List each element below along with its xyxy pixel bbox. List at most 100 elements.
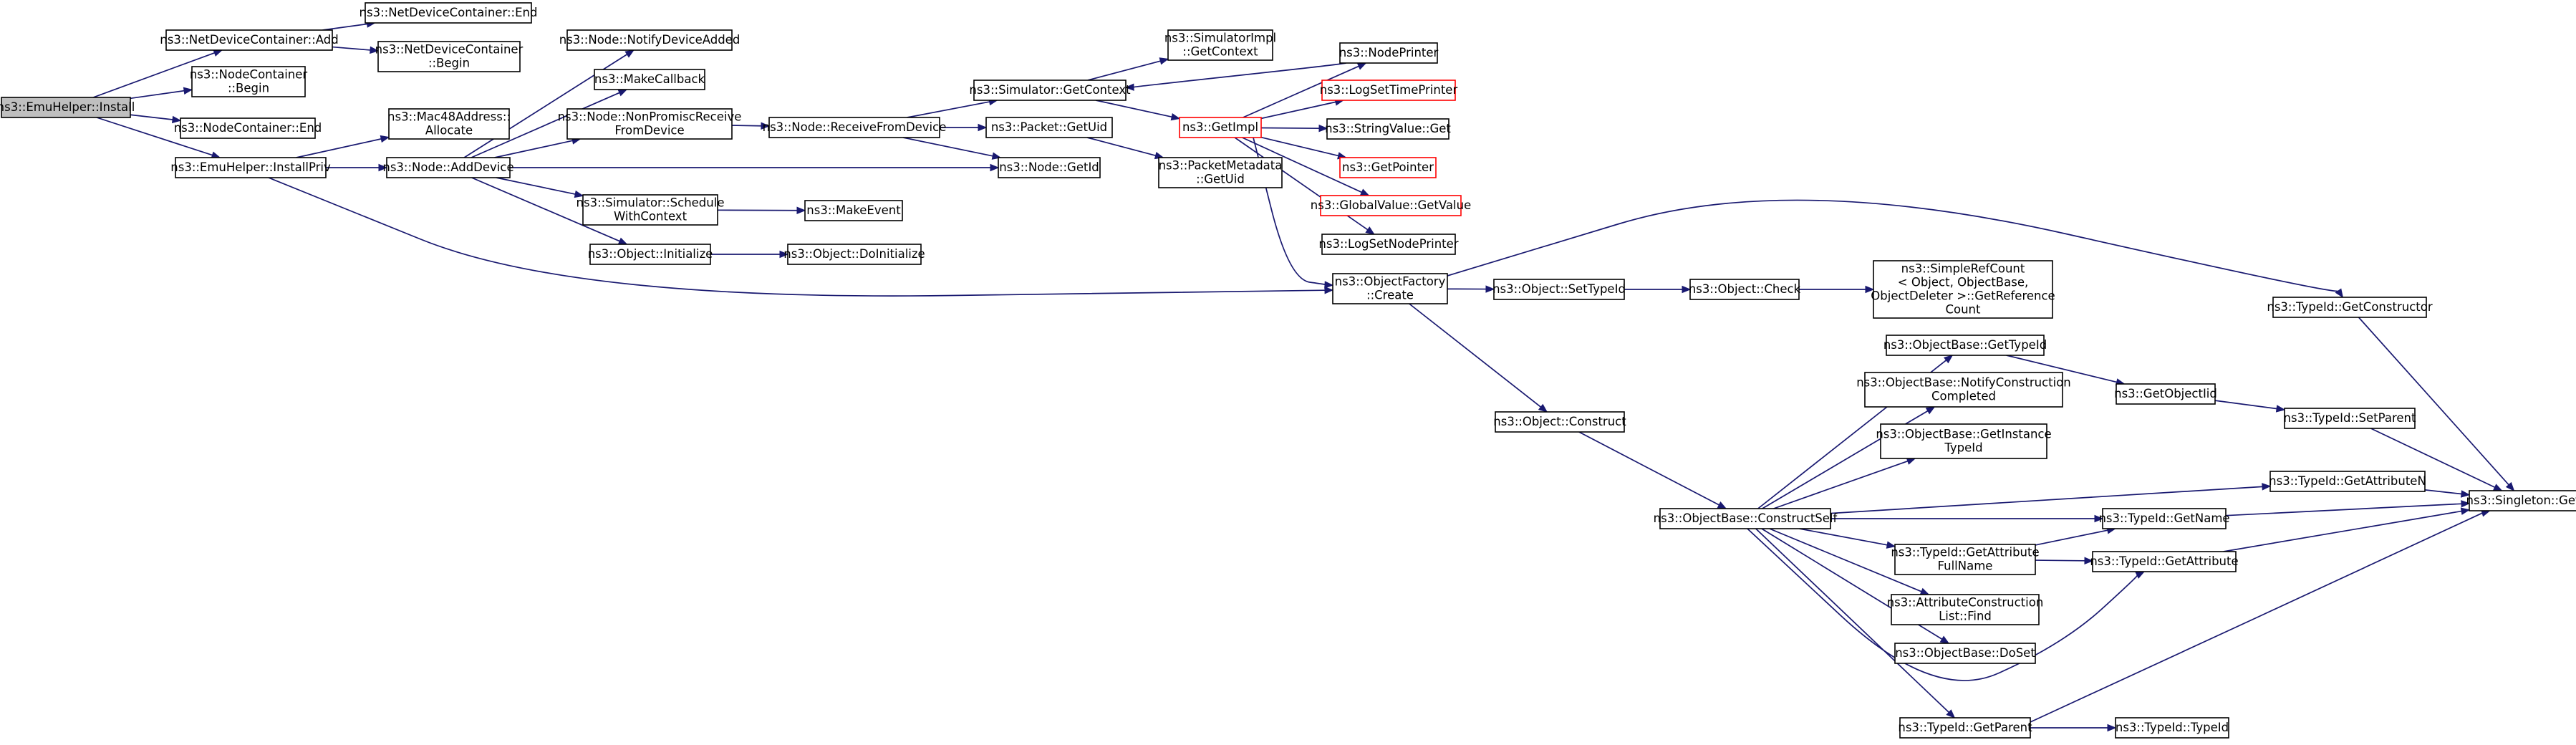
node-typeid-setparent[interactable]: ns3::TypeId::SetParent [2284,408,2416,429]
node-getobjectiid[interactable]: ns3::GetObjectIid [2114,383,2217,405]
node-label: ns3::Object::Construct [1493,415,1626,428]
node-simulator-getcontext[interactable]: ns3::Simulator::GetContext [969,80,1131,101]
node-packet-getuid[interactable]: ns3::Packet::GetUid [985,117,1113,138]
node-label: ns3::GetObjectIid [2114,387,2217,400]
node-makecallback[interactable]: ns3::MakeCallback [594,69,705,90]
node-box [1339,157,1437,178]
node-objectbase-gettypeid[interactable]: ns3::ObjectBase::GetTypeId [1883,335,2047,356]
node-typeid-getconstructor[interactable]: ns3::TypeId::GetConstructor [2267,297,2433,318]
node-object-initialize[interactable]: ns3::Object::Initialize [588,244,713,265]
node-netdevicecontainer-end[interactable]: ns3::NetDeviceContainer::End [360,2,538,24]
arrowhead-typeid-getparent-to-typeid-typeid [2107,724,2117,732]
arrowhead-simulator-getcontext-to-getimpl [1170,112,1181,121]
edge-objectbase-gettypeid-to-getobjectiid [2006,355,2117,383]
node-label: ns3::Singleton::Get [2466,494,2576,507]
node-node-getid[interactable]: ns3::Node::GetId [998,157,1101,178]
node-mac48address-allocate[interactable]: ns3::Mac48Address::Allocate [387,108,511,140]
node-label: ns3::NetDeviceContainer [375,42,524,56]
node-label: ns3::AttributeConstruction [1887,595,2044,609]
node-singleton-get[interactable]: ns3::Singleton::Get [2466,490,2576,511]
node-box [566,108,733,140]
edge-objectfactory-create-to-typeid-getconstructor [1447,199,2339,292]
node-object-construct[interactable]: ns3::Object::Construct [1493,411,1626,433]
arrowhead-objectbase-constructself-to-typeid-getattributen [2262,483,2272,491]
node-nodeprinter[interactable]: ns3::NodePrinter [1339,42,1439,64]
node-typeid-typeid[interactable]: ns3::TypeId::TypeId [2115,717,2229,739]
node-box [1495,411,1625,433]
node-object-settypeid[interactable]: ns3::Object::SetTypeId [1492,279,1626,300]
node-netdevicecontainer-add[interactable]: ns3::NetDeviceContainer::Add [160,29,339,51]
node-node-adddevice[interactable]: ns3::Node::AddDevice [382,157,514,178]
node-emuhelper-install[interactable]: ns3::EmuHelper::Install [0,97,135,118]
edge-objectbase-constructself-to-typeid-getattributefullname [1799,528,1888,546]
node-typeid-getattribute[interactable]: ns3::TypeId::GetAttribute [2090,551,2239,572]
node-label: ns3::EmuHelper::InstallPriv [170,160,331,174]
node-label: ns3::NetDeviceContainer::End [360,6,538,19]
node-label: ns3::SimpleRefCount [1901,261,2025,275]
node-object-doinitialize[interactable]: ns3::Object::DoInitialize [783,244,925,265]
arrowhead-emuhelper-install-to-nodecontainer-end [171,115,182,124]
node-label: ns3::Node::GetId [999,160,1099,174]
node-netdevicecontainer-begin[interactable]: ns3::NetDeviceContainer::Begin [375,41,524,72]
node-label: ns3::TypeId::SetParent [2284,411,2416,425]
node-label: ns3::TypeId::GetAttributeN [2269,474,2426,488]
node-globalvalue-getvalue[interactable]: ns3::GlobalValue::GetValue [1311,195,1471,216]
arrowhead-getimpl-to-objectfactory-create [1324,281,1334,289]
node-label: ns3::ObjectBase::NotifyConstruction [1856,375,2071,389]
node-box [388,108,510,140]
edge-objectbase-constructself-to-typeid-getparent [1755,528,1949,713]
node-label: Count [1945,302,1981,316]
node-label: ::GetUid [1196,172,1245,186]
node-box [1,97,131,118]
edge-typeid-getattributefullname-to-typeid-getattribute [2035,559,2085,562]
node-label: ns3::TypeId::GetParent [1898,721,2032,734]
node-getpointer[interactable]: ns3::GetPointer [1339,157,1437,178]
node-stringvalue-get[interactable]: ns3::StringValue::Get [1325,118,1451,140]
node-label: ::Begin [428,56,470,69]
node-logsettimeprinter[interactable]: ns3::LogSetTimePrinter [1320,80,1458,101]
node-box [1326,118,1449,140]
arrowhead-objectbase-constructself-to-typeid-getattribute [2135,571,2146,579]
node-simulatorimpl-getcontext[interactable]: ns3::SimulatorImpl::GetContext [1164,29,1276,61]
node-simplerefcount-getreferencecount[interactable]: ns3::SimpleRefCount< Object, ObjectBase,… [1871,260,2055,319]
node-typeid-getattributen[interactable]: ns3::TypeId::GetAttributeN [2269,471,2426,492]
edge-object-construct-to-objectbase-constructself [1578,431,1719,506]
node-object-check[interactable]: ns3::Object::Check [1689,279,1801,300]
edge-getimpl-to-nodeprinter [1243,65,1359,118]
node-label: ns3::NodePrinter [1339,46,1439,59]
node-label: Completed [1931,389,1996,403]
node-objectbase-constructself[interactable]: ns3::ObjectBase::ConstructSelf [1654,508,1838,529]
node-label: ns3::TypeId::GetConstructor [2267,300,2432,314]
node-node-notifydeviceadded[interactable]: ns3::Node::NotifyDeviceAdded [559,29,741,51]
node-objectfactory-create[interactable]: ns3::ObjectFactory::Create [1332,273,1448,304]
arrowhead-objectbase-constructself-to-typeid-getparent [1946,709,1956,718]
node-makeevent[interactable]: ns3::MakeEvent [804,200,903,221]
node-getimpl[interactable]: ns3::GetImpl [1179,117,1262,138]
node-typeid-getparent[interactable]: ns3::TypeId::GetParent [1898,717,2032,739]
node-label: ns3::StringValue::Get [1325,122,1451,135]
edge-node-adddevice-to-object-initialize [471,177,620,242]
node-node-receivefromdevice[interactable]: ns3::Node::ReceiveFromDevice [763,117,947,138]
arrowhead-getobjectiid-to-typeid-setparent [2275,405,2286,413]
node-emuhelper-installpriv[interactable]: ns3::EmuHelper::InstallPriv [170,157,331,178]
node-objectbase-notifyconstructioncompleted[interactable]: ns3::ObjectBase::NotifyConstructionCompl… [1856,372,2071,408]
node-label: ns3::Object::Initialize [588,247,713,261]
edge-node-nonpromiscreceivefromdevice-to-node-receivefromdevice [731,125,762,127]
node-box [1894,544,2036,575]
node-nodecontainer-end[interactable]: ns3::NodeContainer::End [174,117,322,139]
node-logsetnodeprinter[interactable]: ns3::LogSetNodePrinter [1318,234,1459,255]
node-label: ns3::TypeId::GetAttribute [1891,545,2039,559]
node-objectbase-doset[interactable]: ns3::ObjectBase::DoSet [1894,643,2036,664]
node-nodecontainer-begin[interactable]: ns3::NodeContainer::Begin [190,66,308,97]
arrowhead-typeid-getattribute-to-singleton-get [2460,507,2471,515]
node-typeid-getname[interactable]: ns3::TypeId::GetName [2098,508,2230,529]
arrowhead-node-adddevice-to-node-getid [990,163,1000,172]
edge-typeid-getname-to-singleton-get [2225,503,2462,516]
node-packetmetadata-getuid[interactable]: ns3::PacketMetadata::GetUid [1158,157,1283,188]
